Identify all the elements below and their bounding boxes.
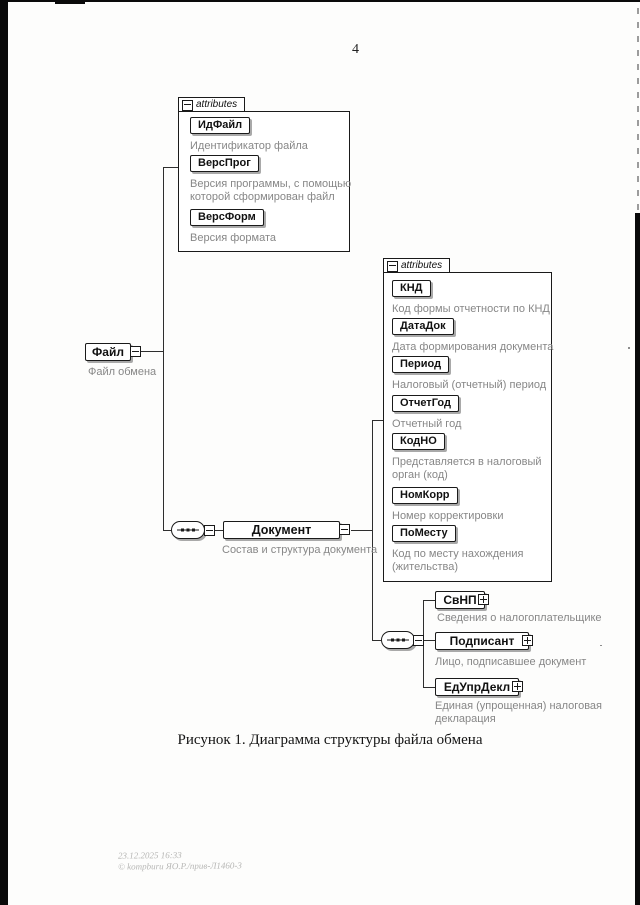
attribute-node: КНД bbox=[392, 280, 431, 297]
element-node-podpisant: Подписант bbox=[435, 632, 529, 650]
element-name: СвНП bbox=[443, 593, 477, 607]
stamp-reference: © kompburu ЯО.Р./прив-Л1460-3 bbox=[118, 860, 242, 872]
connector-line bbox=[372, 420, 373, 641]
collapse-minus-icon bbox=[387, 261, 398, 272]
connector-line bbox=[423, 687, 435, 688]
element-expand-icon bbox=[512, 681, 523, 692]
attribute-description: Версия программы, с помощью которой сфор… bbox=[190, 178, 352, 203]
sequence-glyph bbox=[177, 528, 199, 532]
sequence-glyph bbox=[387, 638, 409, 642]
scan-right-dashed-edge bbox=[637, 8, 639, 213]
connector-line bbox=[141, 351, 163, 352]
element-collapse-icon bbox=[413, 635, 424, 646]
sequence-icon bbox=[171, 521, 205, 539]
element-description: Состав и структура документа bbox=[222, 544, 378, 556]
element-name: Файл bbox=[92, 345, 124, 359]
connector-line bbox=[351, 530, 372, 531]
connector-line bbox=[163, 167, 164, 531]
scan-top-border bbox=[0, 0, 640, 2]
attribute-node: ВерсПрог bbox=[190, 155, 259, 172]
attribute-description: Отчетный год bbox=[392, 418, 462, 430]
attribute-node: ДатаДок bbox=[392, 318, 454, 335]
element-node-document: Документ bbox=[223, 521, 340, 539]
print-stamp: 23.12.2025 16:33 © kompburu ЯО.Р./прив-Л… bbox=[118, 849, 242, 872]
attribute-node: КодНО bbox=[392, 433, 445, 450]
connector-line bbox=[372, 640, 381, 641]
connector-line bbox=[423, 640, 435, 641]
attribute-description: Код по месту нахождения (жительства) bbox=[392, 548, 524, 573]
attribute-description: Налоговый (отчетный) период bbox=[392, 379, 547, 391]
element-name: Документ bbox=[251, 523, 312, 537]
element-description: Единая (упрощенная) налоговая декларация bbox=[435, 700, 602, 725]
attribute-description: Представляется в налоговый орган (код) bbox=[392, 456, 542, 481]
scan-right-border bbox=[635, 213, 640, 905]
element-description: Лицо, подписавшее документ bbox=[435, 656, 587, 668]
attributes-tab-label: attributes bbox=[196, 99, 238, 110]
attribute-node: ВерсФорм bbox=[190, 209, 264, 226]
scan-speck bbox=[600, 645, 602, 646]
element-description: Сведения о налогоплательщике bbox=[437, 612, 602, 624]
attribute-description: Версия формата bbox=[190, 232, 276, 244]
attribute-description: Дата формирования документа bbox=[392, 341, 554, 353]
element-expand-icon bbox=[522, 635, 533, 646]
element-name: ЕдУпрДекл bbox=[443, 680, 511, 694]
page-number: 4 bbox=[352, 42, 359, 57]
collapse-minus-icon bbox=[182, 100, 193, 111]
connector-line bbox=[163, 530, 171, 531]
element-collapse-icon bbox=[204, 525, 215, 536]
element-collapse-icon bbox=[130, 346, 141, 357]
element-name: Подписант bbox=[449, 634, 515, 648]
connector-line bbox=[163, 167, 178, 168]
attributes-tab-label: attributes bbox=[401, 260, 443, 271]
element-description: Файл обмена bbox=[88, 366, 157, 378]
attribute-node: ИдФайл bbox=[190, 117, 251, 134]
attributes-tab: attributes bbox=[383, 258, 451, 273]
attribute-description: Код формы отчетности по КНД bbox=[392, 303, 550, 315]
connector-line bbox=[372, 420, 383, 421]
attributes-box-file bbox=[178, 111, 350, 252]
element-expand-icon bbox=[478, 594, 489, 605]
attribute-description: Идентификатор файла bbox=[190, 140, 308, 152]
figure-caption: Рисунок 1. Диаграмма структуры файла обм… bbox=[177, 732, 483, 748]
attribute-description: Номер корректировки bbox=[392, 510, 504, 522]
element-collapse-icon bbox=[339, 524, 350, 535]
element-node-file: Файл bbox=[85, 343, 131, 361]
connector-line bbox=[214, 530, 223, 531]
attribute-node: ОтчетГод bbox=[392, 395, 459, 412]
scan-speck bbox=[628, 347, 630, 349]
attribute-node: НомКорр bbox=[392, 487, 458, 504]
attribute-node: ПоМесту bbox=[392, 525, 456, 542]
sequence-icon bbox=[381, 631, 415, 649]
connector-line bbox=[423, 600, 435, 601]
attribute-node: Период bbox=[392, 356, 450, 373]
attributes-tab: attributes bbox=[178, 97, 246, 112]
scan-left-border bbox=[0, 0, 8, 905]
element-node-edupredekl: ЕдУпрДекл bbox=[435, 678, 519, 696]
scan-top-notch bbox=[55, 0, 85, 4]
